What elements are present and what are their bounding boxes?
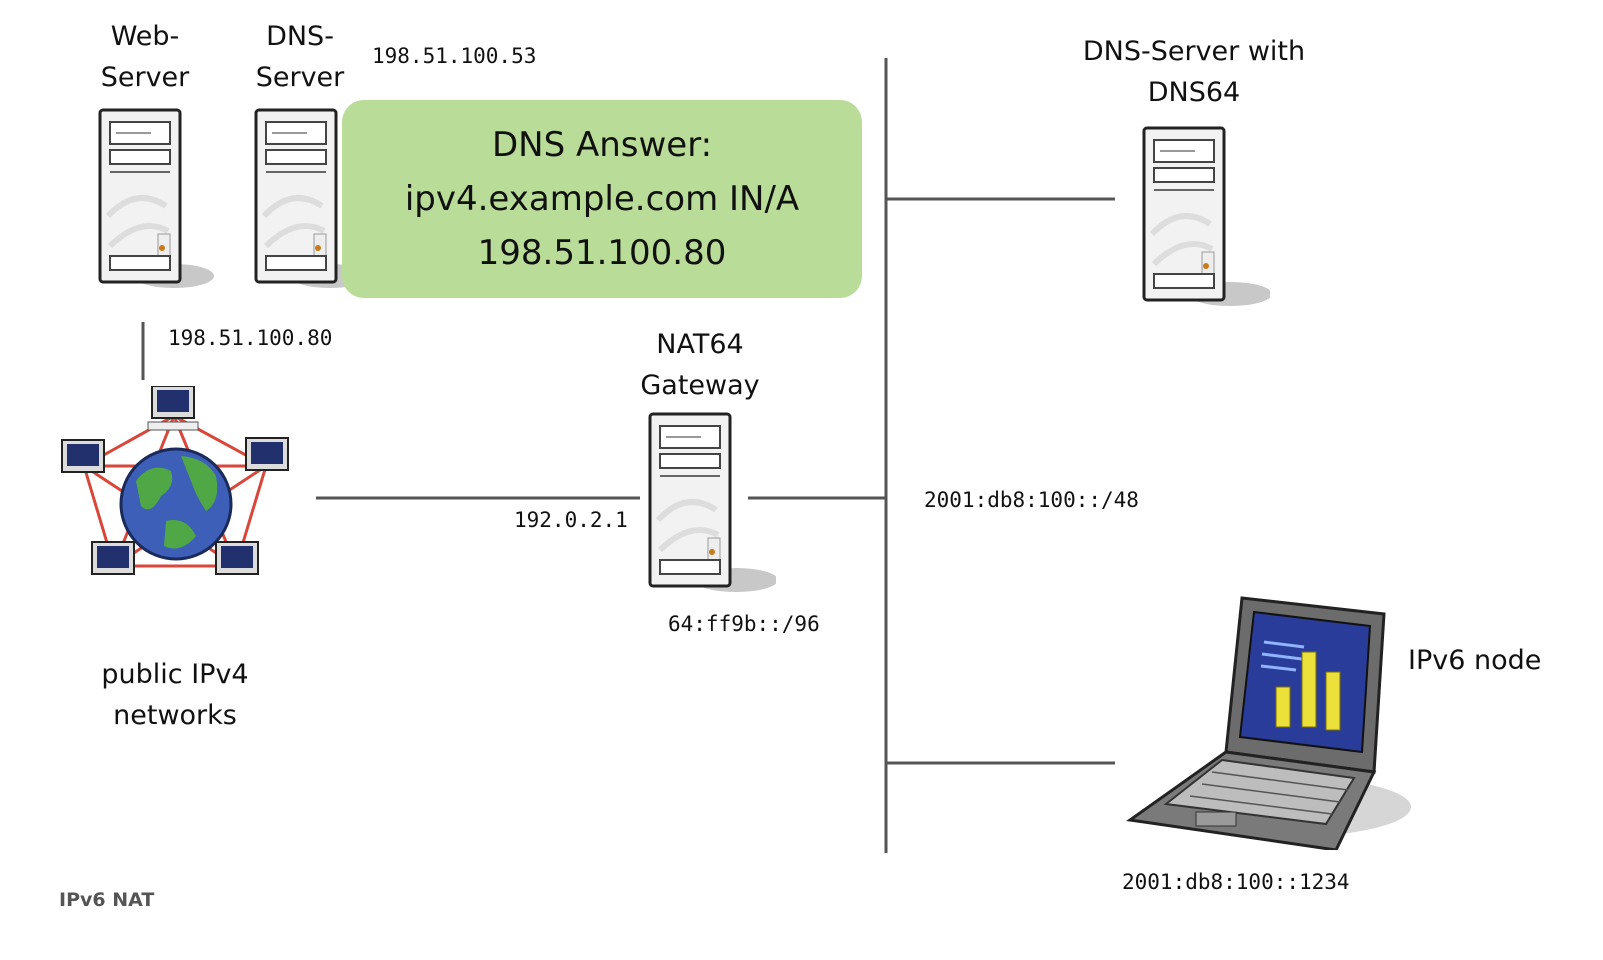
nat64-gateway-label: NAT64 Gateway: [640, 329, 760, 401]
dns-answer-box: DNS Answer: ipv4.example.com IN/A 198.51…: [342, 100, 862, 298]
ipv4-networks-label: public IPv4 networks: [101, 659, 249, 731]
ipv6-network-prefix: 2001:db8:100::/48: [924, 488, 1139, 512]
dns-answer-record: ipv4.example.com IN/A: [404, 179, 800, 219]
dns-answer-title: DNS Answer:: [491, 125, 713, 165]
dns64-server-icon: [1142, 126, 1270, 306]
figure-caption: IPv6 NAT: [59, 889, 155, 911]
web-server-ip: 198.51.100.80: [168, 326, 333, 350]
dns-answer-address: 198.51.100.80: [477, 233, 727, 273]
dns64-server-label: DNS-Server with DNS64: [1082, 36, 1306, 108]
web-server-icon: [98, 108, 214, 288]
laptop-icon: [1126, 596, 1411, 850]
globe-network-icon: [61, 386, 289, 575]
ipv6-node-label: IPv6 node: [1408, 645, 1542, 676]
gateway-ipv4-address: 192.0.2.1: [514, 508, 628, 532]
ipv6-node-address: 2001:db8:100::1234: [1122, 870, 1350, 894]
web-server-label: Web- Server: [100, 21, 190, 93]
nat64-prefix: 64:ff9b::/96: [668, 612, 820, 636]
dns-server-ip: 198.51.100.53: [372, 44, 537, 68]
dns-server-label: DNS- Server: [255, 21, 345, 93]
nat64-gateway-icon: [648, 412, 776, 592]
